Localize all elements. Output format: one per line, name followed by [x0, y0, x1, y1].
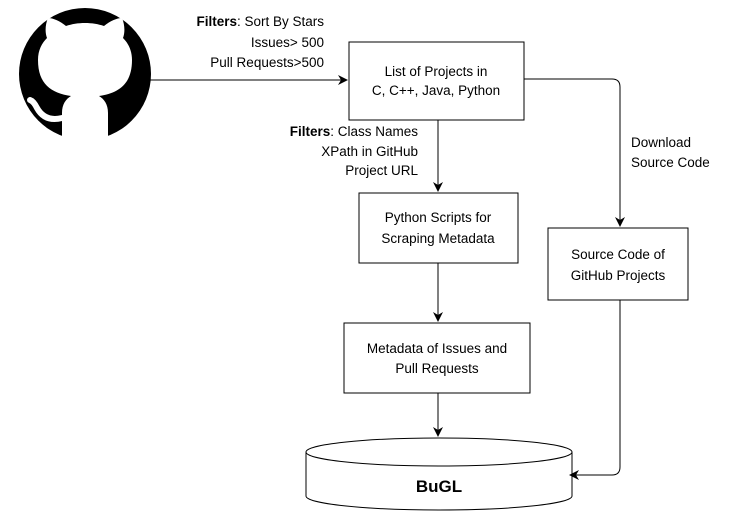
download-label-2: Source Code	[631, 155, 710, 170]
source-code-label-2: GitHub Projects	[571, 268, 666, 283]
top-filters-line-3: Pull Requests>500	[210, 55, 324, 70]
mid-filters-prefix: Filters	[290, 124, 331, 139]
database-label: BuGL	[416, 477, 462, 496]
github-octocat-icon	[19, 8, 151, 140]
metadata-label-1: Metadata of Issues and	[367, 341, 507, 356]
top-filters-line-2: Issues> 500	[251, 35, 324, 50]
metadata-box	[343, 322, 531, 394]
source-code-label-1: Source Code of	[571, 247, 665, 262]
mid-filters-line-2: XPath in GitHub	[321, 144, 418, 159]
python-scripts-label-2: Scraping Metadata	[381, 231, 495, 246]
top-filters-rest: : Sort By Stars	[237, 14, 324, 29]
mid-filters-rest: : Class Names	[330, 124, 418, 139]
projects-list-label-1: List of Projects in	[385, 64, 488, 79]
projects-list-box	[348, 41, 525, 121]
download-label-1: Download	[631, 135, 691, 150]
top-filters-prefix: Filters	[196, 14, 237, 29]
projects-list-label-2: C, C++, Java, Python	[372, 83, 500, 98]
python-scripts-label-1: Python Scripts for	[385, 210, 492, 225]
edge-projects-to-source-code	[524, 78, 625, 227]
source-code-box	[547, 227, 689, 301]
mid-filters-line-3: Project URL	[345, 163, 418, 178]
edge-source-code-to-database	[569, 300, 621, 480]
mid-filters-line-1: Filters: Class Names	[290, 124, 419, 139]
bugl-database: BuGL	[305, 437, 573, 511]
metadata-label-2: Pull Requests	[395, 361, 479, 376]
top-filters-line-1: Filters: Sort By Stars	[196, 14, 324, 29]
python-scripts-box	[358, 192, 519, 264]
